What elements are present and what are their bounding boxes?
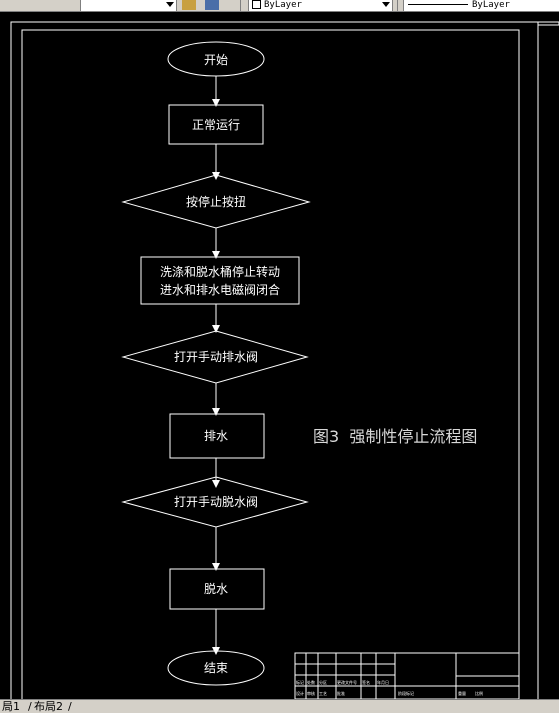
chevron-down-icon: [382, 2, 390, 7]
layout-tabs-bar: 局1 / 布局2 /: [0, 699, 559, 713]
open-drain-label: 打开手动排水阀: [174, 350, 258, 364]
svg-text:设计: 设计: [296, 690, 304, 696]
color-swatch-icon: [252, 0, 261, 9]
drawing-inner-border: [21, 29, 520, 699]
svg-text:标记: 标记: [296, 679, 304, 685]
normal-run-process: [168, 104, 264, 145]
svg-text:审核: 审核: [307, 690, 315, 696]
canvas-edge: [537, 21, 559, 26]
linetype-dropdown-label: ByLayer: [472, 0, 510, 10]
title-block-text: 标记 处数 分区 更改文件号 签名 年月日 设计 审核 工艺 批准 阶段标记 重…: [296, 679, 483, 696]
stop-motion-label-1: 洗涤和脱水桶停止转动: [160, 264, 280, 279]
svg-text:处数: 处数: [307, 679, 315, 685]
layer-states-icon[interactable]: [182, 0, 196, 10]
stop-motion-label-2: 进水和排水电磁阀闭合: [160, 282, 280, 297]
start-terminator: [167, 41, 265, 77]
tab-separator: /: [28, 700, 32, 713]
tab-layout2[interactable]: 布局2: [34, 700, 63, 713]
open-drain-decision: [121, 330, 309, 384]
svg-text:更改文件号: 更改文件号: [337, 679, 357, 685]
linetype-sample: [408, 4, 468, 5]
svg-text:签名: 签名: [362, 679, 370, 685]
svg-text:分区: 分区: [319, 679, 327, 685]
svg-text:批准: 批准: [337, 690, 345, 696]
svg-text:阶段标记: 阶段标记: [398, 690, 414, 696]
toolbar-separator: [240, 0, 241, 11]
svg-text:年月日: 年月日: [377, 679, 389, 685]
flow-arrowheads: [212, 99, 220, 655]
spin-label: 脱水: [204, 581, 228, 596]
press-stop-label: 按停止按扭: [186, 194, 246, 209]
color-dropdown-label: ByLayer: [264, 0, 302, 10]
drain-process: [169, 413, 265, 459]
stop-motion-process: [140, 256, 300, 305]
end-label: 结束: [204, 661, 228, 675]
normal-run-label: 正常运行: [192, 118, 240, 132]
drawing-outer-border: [10, 21, 539, 699]
chevron-down-icon: [166, 2, 174, 7]
svg-text:工艺: 工艺: [319, 691, 327, 696]
title-block: [294, 652, 520, 699]
figure-caption: 图3 强制性停止流程图: [313, 427, 477, 446]
properties-toolbar: ByLayer ByLayer: [0, 0, 559, 12]
toolbar-separator: [397, 0, 398, 11]
svg-text:比例: 比例: [475, 690, 483, 696]
open-spin-decision: [121, 476, 309, 528]
tab-separator: /: [68, 700, 72, 713]
spin-process: [169, 568, 265, 610]
linetype-dropdown[interactable]: ByLayer: [403, 0, 559, 11]
drain-label: 排水: [204, 429, 228, 443]
toolbar-dropdown-left[interactable]: [80, 0, 177, 11]
svg-text:重量: 重量: [458, 690, 466, 696]
tab-layout1[interactable]: 局1: [2, 700, 20, 713]
start-label: 开始: [204, 53, 228, 67]
press-stop-decision: [121, 174, 311, 229]
layer-previous-icon[interactable]: [205, 0, 219, 10]
end-terminator: [167, 650, 265, 686]
open-spin-label: 打开手动脱水阀: [174, 494, 258, 509]
color-dropdown[interactable]: ByLayer: [248, 0, 393, 11]
